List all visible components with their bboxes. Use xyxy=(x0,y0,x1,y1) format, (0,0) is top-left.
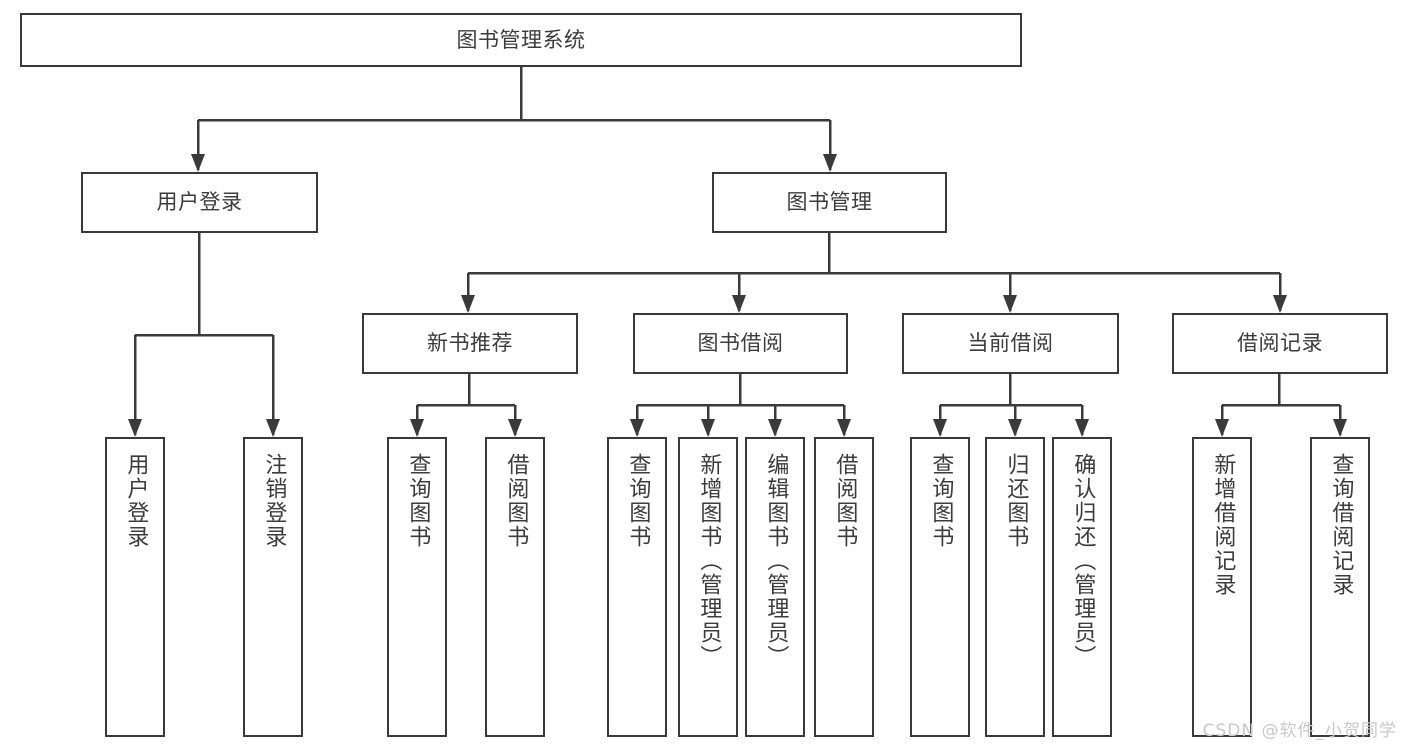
leaf-leaf-query-book-1-label: 查询图书 xyxy=(405,453,431,549)
leaf-leaf-borrow-book-2-label: 借阅图书 xyxy=(832,453,858,549)
leaf-leaf-borrow-book-2[interactable]: 借阅图书 xyxy=(814,437,874,737)
node-current-borrow[interactable]: 当前借阅 xyxy=(902,313,1119,374)
leaf-leaf-user-login[interactable]: 用户登录 xyxy=(105,437,165,737)
leaf-leaf-edit-book-label: 编辑图书（管理员） xyxy=(763,453,789,669)
root-node-label: 图书管理系统 xyxy=(456,27,586,52)
leaf-leaf-add-record[interactable]: 新增借阅记录 xyxy=(1192,437,1252,737)
node-user-login-label: 用户登录 xyxy=(156,190,243,214)
leaf-leaf-return-book[interactable]: 归还图书 xyxy=(985,437,1045,737)
leaf-leaf-query-record-label: 查询借阅记录 xyxy=(1328,453,1354,597)
leaf-leaf-confirm-return[interactable]: 确认归还（管理员） xyxy=(1052,437,1112,737)
node-current-borrow-label: 当前借阅 xyxy=(967,331,1054,355)
leaf-leaf-logout-label: 注销登录 xyxy=(261,453,287,549)
leaf-leaf-user-login-label: 用户登录 xyxy=(123,453,149,549)
leaf-leaf-query-book-2[interactable]: 查询图书 xyxy=(607,437,667,737)
node-new-book-rec-label: 新书推荐 xyxy=(427,331,513,355)
leaf-leaf-borrow-book-1[interactable]: 借阅图书 xyxy=(485,437,545,737)
leaf-leaf-add-record-label: 新增借阅记录 xyxy=(1210,453,1236,597)
leaf-leaf-query-book-2-label: 查询图书 xyxy=(625,453,651,549)
node-book-manage[interactable]: 图书管理 xyxy=(712,172,947,233)
node-new-book-rec[interactable]: 新书推荐 xyxy=(362,313,578,374)
node-borrow-record-label: 借阅记录 xyxy=(1237,331,1323,355)
node-book-borrow-label: 图书借阅 xyxy=(697,331,784,355)
leaf-leaf-borrow-book-1-label: 借阅图书 xyxy=(503,453,529,549)
leaf-leaf-query-book-3-label: 查询图书 xyxy=(928,453,954,549)
watermark-text: CSDN @软件_小贺同学 xyxy=(1202,721,1397,741)
leaf-leaf-query-book-1[interactable]: 查询图书 xyxy=(387,437,447,737)
node-user-login[interactable]: 用户登录 xyxy=(81,172,318,233)
node-book-manage-label: 图书管理 xyxy=(786,190,873,214)
leaf-leaf-add-book[interactable]: 新增图书（管理员） xyxy=(678,437,738,737)
leaf-leaf-confirm-return-label: 确认归还（管理员） xyxy=(1070,453,1096,669)
node-book-borrow[interactable]: 图书借阅 xyxy=(633,313,848,374)
leaf-leaf-logout[interactable]: 注销登录 xyxy=(243,437,303,737)
leaf-leaf-query-book-3[interactable]: 查询图书 xyxy=(910,437,970,737)
node-borrow-record[interactable]: 借阅记录 xyxy=(1172,313,1388,374)
leaf-leaf-query-record[interactable]: 查询借阅记录 xyxy=(1310,437,1370,737)
root-node[interactable]: 图书管理系统 xyxy=(20,13,1022,67)
leaf-leaf-return-book-label: 归还图书 xyxy=(1003,453,1029,549)
leaf-leaf-edit-book[interactable]: 编辑图书（管理员） xyxy=(745,437,805,737)
leaf-leaf-add-book-label: 新增图书（管理员） xyxy=(696,453,722,669)
